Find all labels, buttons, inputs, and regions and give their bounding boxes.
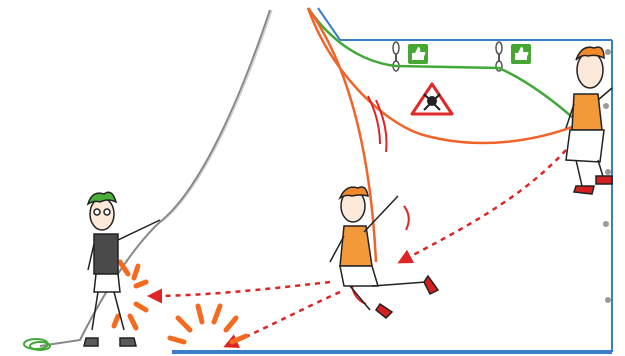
quickdraw-icon [496,42,502,71]
thumbs-up-icon [511,44,531,64]
rope-orange-to-faller [308,8,376,262]
climbing-wall [172,8,612,352]
rope-orange-path [308,8,580,143]
belay-rope [40,10,270,346]
hazard-skull-icon [412,84,452,114]
falling-climber-figure [330,187,438,318]
thumbs-up-icon [408,44,428,64]
impact-burst-ground [170,306,246,342]
